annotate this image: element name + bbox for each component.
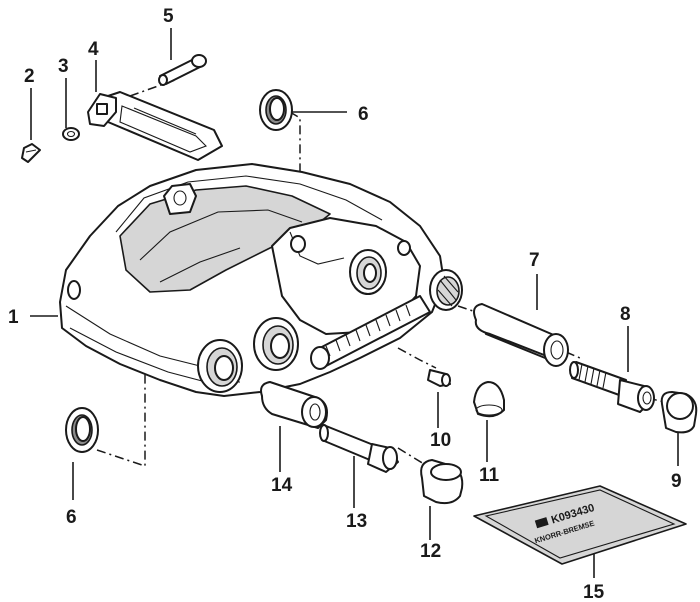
part-5-pin: [158, 54, 207, 86]
part-6-seal-top: [259, 89, 293, 131]
part-10-nipple: [427, 369, 451, 387]
part-14-bush: [260, 381, 328, 429]
part-2-clip: [21, 143, 41, 163]
part-4-cover-plate: [87, 91, 223, 161]
callout-8: 8: [620, 304, 631, 325]
part-15-repair-kit-bag: K093430 KNORR-BREMSE: [473, 485, 687, 565]
callout-3: 3: [58, 56, 69, 77]
leader-lines: [30, 28, 679, 578]
callout-5: 5: [163, 6, 174, 27]
callout-12: 12: [420, 541, 441, 562]
callout-7: 7: [529, 250, 540, 271]
callout-13: 13: [346, 511, 367, 532]
part-9-cap: [660, 391, 698, 434]
callout-15: 15: [583, 582, 605, 602]
callout-1: 1: [8, 307, 19, 328]
callout-11: 11: [479, 465, 500, 486]
callout-14: 14: [271, 475, 293, 496]
kit-logo-icon: [534, 517, 549, 529]
callout-10: 10: [430, 430, 451, 451]
part-13-guide-pin: [319, 424, 399, 473]
callout-4: 4: [88, 39, 99, 60]
callout-6-top: 6: [358, 104, 369, 125]
callout-2: 2: [24, 66, 35, 87]
part-11-dust-cap: [473, 381, 505, 418]
part-3-washer: [62, 127, 80, 141]
callout-6-bottom: 6: [66, 507, 77, 528]
part-12-cap: [420, 459, 464, 505]
part-1-caliper-housing: [59, 163, 463, 397]
part-8-bolt: [569, 361, 655, 413]
part-6-seal-bottom: [65, 407, 99, 453]
callout-9: 9: [671, 471, 682, 492]
part-7-sleeve: [473, 303, 569, 367]
